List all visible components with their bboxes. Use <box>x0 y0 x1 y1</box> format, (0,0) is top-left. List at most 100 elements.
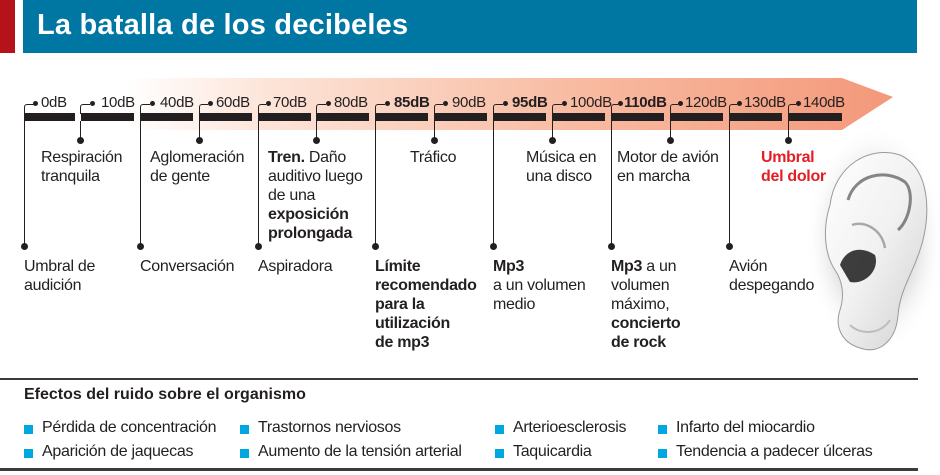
annotation-line: Motor de avión <box>617 149 719 166</box>
effect-item: Aparición de jaquecas <box>24 442 193 461</box>
bullet-square-icon <box>240 425 249 434</box>
tick-label-10db: 10dB <box>101 94 135 111</box>
annotation-95db: Mp3 a un volumen medio <box>493 257 586 314</box>
tick-hook <box>729 104 737 114</box>
timeline-segment <box>375 113 428 121</box>
timeline-segment <box>434 113 487 121</box>
page-title: La batalla de los decibeles <box>37 9 409 41</box>
effect-label: Pérdida de concentración <box>42 419 217 436</box>
tick-hook <box>552 104 562 114</box>
connector-dot <box>372 243 379 250</box>
connector-line <box>258 121 260 247</box>
annotation-line: máximo, <box>611 296 670 313</box>
connector-dot <box>255 243 262 250</box>
annotation-line: exposición <box>268 206 349 223</box>
tick-dot <box>443 101 448 106</box>
annotation-120db: Motor de avión en marcha <box>617 148 719 186</box>
effect-label: Aparición de jaquecas <box>42 443 194 460</box>
annotation-110db: Mp3 a un volumen máximo, concierto de ro… <box>611 257 681 352</box>
effect-label: Arterioesclerosis <box>513 419 627 436</box>
annotation-line: medio <box>493 296 536 313</box>
connector-dot <box>196 137 203 144</box>
annotation-140db: Umbral del dolor <box>761 148 826 186</box>
connector-line <box>140 121 142 247</box>
annotation-line: Aspiradora <box>258 258 333 275</box>
effect-item: Aumento de la tensión arterial <box>240 442 462 461</box>
bullet-square-icon <box>658 449 667 458</box>
annotation-line: Conversación <box>140 258 235 275</box>
effects-title: Efectos del ruido sobre el organismo <box>24 386 306 403</box>
annotation-line: utilización <box>375 315 450 332</box>
connector-line <box>375 121 377 247</box>
tick-dot <box>266 101 271 106</box>
connector-line <box>434 121 436 140</box>
annotation-line: de rock <box>611 334 666 351</box>
bullet-square-icon <box>495 449 504 458</box>
tick-dot <box>385 101 390 106</box>
annotation-line: Tren. Daño <box>268 148 363 167</box>
connector-line <box>199 121 201 140</box>
tick-label-130db: 130dB <box>744 94 786 111</box>
annotation-text: Daño <box>304 149 346 166</box>
annotation-line: una disco <box>526 168 592 185</box>
annotation-line: Música en <box>526 149 597 166</box>
tick-label-140db: 140dB <box>803 94 845 111</box>
section-divider <box>0 378 918 380</box>
tick-dot <box>737 101 742 106</box>
annotation-bold: Mp3 <box>611 258 643 275</box>
annotation-line: Respiración <box>41 149 123 166</box>
tick-label-100db: 100dB <box>570 94 612 111</box>
header-red-accent <box>0 0 15 53</box>
annotation-line: audición <box>24 277 82 294</box>
effect-item: Tendencia a padecer úlceras <box>658 442 873 461</box>
annotation-line: a un volumen <box>493 277 586 294</box>
connector-dot <box>490 243 497 250</box>
tick-label-0db: 0dB <box>41 94 67 111</box>
connector-line <box>80 121 82 140</box>
annotation-line: en marcha <box>617 168 690 185</box>
tick-label-110db: 110dB <box>624 94 667 111</box>
tick-dot <box>33 101 38 106</box>
annotation-130db: Avión despegando <box>729 257 814 295</box>
connector-line <box>493 121 495 247</box>
tick-hook <box>24 104 34 114</box>
annotation-line: Umbral de <box>24 258 96 275</box>
tick-hook <box>670 104 678 114</box>
connector-dot <box>431 137 438 144</box>
tick-hook <box>493 104 503 114</box>
tick-label-85db: 85dB <box>394 94 430 111</box>
connector-line <box>552 121 554 140</box>
connector-dot <box>549 137 556 144</box>
tick-dot <box>503 101 508 106</box>
annotation-0db: Umbral de audición <box>24 257 95 295</box>
connector-dot <box>608 243 615 250</box>
tick-label-95db: 95dB <box>512 94 548 111</box>
tick-dot <box>90 101 95 106</box>
bullet-square-icon <box>24 449 33 458</box>
tick-dot <box>562 101 567 106</box>
tick-label-60db: 60dB <box>216 94 250 111</box>
ear-illustration-icon <box>805 130 940 355</box>
tick-hook <box>199 104 208 114</box>
annotation-line: Aglomeración <box>150 149 245 166</box>
annotation-line: para la <box>375 296 425 313</box>
annotation-line: Mp3 a un <box>611 257 680 276</box>
bullet-square-icon <box>658 425 667 434</box>
timeline-segment <box>24 113 75 121</box>
timeline-segment <box>140 113 193 121</box>
annotation-line: Avión <box>729 258 768 275</box>
effect-label: Taquicardia <box>513 443 592 460</box>
timeline-segment <box>670 113 723 121</box>
annotation-line: prolongada <box>268 225 353 242</box>
annotation-10db: Respiración tranquila <box>41 148 122 186</box>
connector-dot <box>785 137 792 144</box>
effect-item: Trastornos nerviosos <box>240 418 401 437</box>
connector-line <box>611 121 613 247</box>
annotation-line: de gente <box>150 168 210 185</box>
connector-dot <box>137 243 144 250</box>
connector-line <box>24 121 26 247</box>
effect-label: Aumento de la tensión arterial <box>258 443 462 460</box>
effect-item: Pérdida de concentración <box>24 418 217 437</box>
tick-hook <box>375 104 385 114</box>
bullet-square-icon <box>240 449 249 458</box>
